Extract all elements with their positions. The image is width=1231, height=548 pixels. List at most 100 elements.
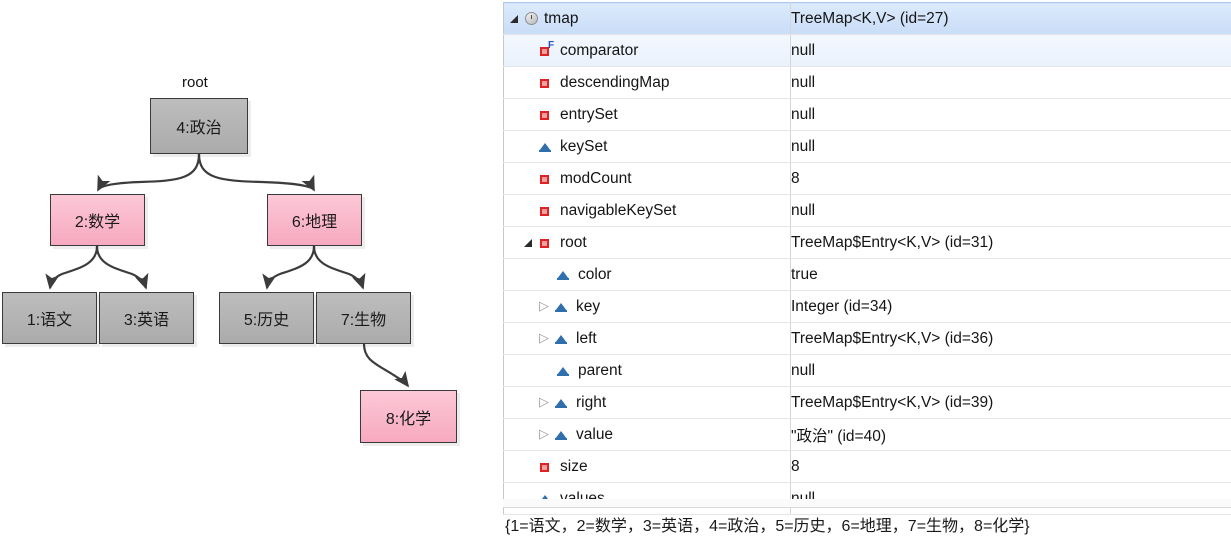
variable-name: root <box>560 233 587 251</box>
table-row[interactable]: entrySet null <box>503 98 1231 131</box>
variable-value[interactable]: null <box>790 34 1231 67</box>
table-row[interactable]: tmap TreeMap<K,V> (id=27) <box>503 2 1231 35</box>
table-row[interactable]: parent null <box>503 354 1231 387</box>
expand-triangle-icon[interactable] <box>538 425 552 443</box>
expand-triangle-icon[interactable] <box>538 329 552 347</box>
map-tostring-detail: {1=语文，2=数学，3=英语，4=政治，5=历史，6=地理，7=生物，8=化学… <box>505 518 1030 535</box>
variable-value[interactable]: null <box>790 98 1231 131</box>
variable-name-cell[interactable]: descendingMap <box>503 66 791 99</box>
table-row[interactable]: modCount 8 <box>503 162 1231 195</box>
table-row[interactable]: keySet null <box>503 130 1231 163</box>
variable-name: modCount <box>560 169 632 187</box>
inherited-icon <box>554 331 570 347</box>
variable-name: left <box>576 329 597 347</box>
tree-node-4[interactable]: 4:政治 <box>150 98 248 154</box>
tree-node-6[interactable]: 6:地理 <box>267 194 362 246</box>
variable-name-cell[interactable]: parent <box>503 354 791 387</box>
field-icon <box>538 75 554 91</box>
expand-triangle-icon[interactable] <box>522 236 536 250</box>
field-icon <box>538 203 554 219</box>
expand-triangle-icon[interactable] <box>538 393 552 411</box>
variable-name-cell[interactable]: color <box>503 258 791 291</box>
variable-name-cell[interactable]: tmap <box>503 2 791 35</box>
expand-triangle-icon[interactable] <box>508 12 522 26</box>
variable-name: right <box>576 393 607 411</box>
variable-name-cell[interactable]: navigableKeySet <box>503 194 791 227</box>
table-row[interactable]: values null <box>503 482 1231 515</box>
variable-name-cell[interactable]: right <box>503 386 791 419</box>
variable-name-cell[interactable]: value <box>503 418 791 451</box>
variable-name-cell[interactable]: modCount <box>503 162 791 195</box>
variable-value[interactable]: null <box>790 66 1231 99</box>
variables-panel: tmap TreeMap<K,V> (id=27) comparator nul… <box>497 0 1231 548</box>
edge-6-to-7 <box>312 245 366 290</box>
inherited-icon <box>556 363 572 379</box>
table-row[interactable]: comparator null <box>503 34 1231 67</box>
variable-value[interactable]: TreeMap$Entry<K,V> (id=36) <box>790 322 1231 355</box>
variable-name-cell[interactable]: root <box>503 226 791 259</box>
table-row[interactable]: right TreeMap$Entry<K,V> (id=39) <box>503 386 1231 419</box>
edge-2-to-1 <box>45 245 99 290</box>
edge-4-to-6 <box>197 153 315 192</box>
table-row[interactable]: color true <box>503 258 1231 291</box>
tree-node-7[interactable]: 7:生物 <box>316 292 411 344</box>
variable-name: navigableKeySet <box>560 201 677 219</box>
variable-name-cell[interactable]: left <box>503 322 791 355</box>
variable-name: comparator <box>560 41 639 59</box>
inherited-icon <box>556 267 572 283</box>
root-label: root <box>182 74 208 91</box>
variable-value[interactable]: true <box>790 258 1231 291</box>
table-row[interactable]: value "政治" (id=40) <box>503 418 1231 451</box>
variable-value[interactable]: null <box>790 194 1231 227</box>
variable-name: parent <box>578 361 622 379</box>
table-row[interactable]: navigableKeySet null <box>503 194 1231 227</box>
variable-name: size <box>560 457 588 475</box>
variable-value[interactable]: TreeMap$Entry<K,V> (id=39) <box>790 386 1231 419</box>
edge-2-to-3 <box>95 245 149 290</box>
variable-value[interactable]: null <box>790 130 1231 163</box>
variable-value[interactable]: 8 <box>790 162 1231 195</box>
edge-7-to-8 <box>362 343 410 388</box>
inherited-icon <box>554 427 570 443</box>
variable-value[interactable]: 8 <box>790 450 1231 483</box>
expand-triangle-icon[interactable] <box>538 297 552 315</box>
edge-4-to-2 <box>97 153 201 192</box>
tree-node-2[interactable]: 2:数学 <box>50 194 145 246</box>
inherited-icon <box>554 299 570 315</box>
inherited-icon <box>538 139 554 155</box>
table-row[interactable]: size 8 <box>503 450 1231 483</box>
field-icon <box>538 235 554 251</box>
variable-name-cell[interactable]: keySet <box>503 130 791 163</box>
variable-name-cell[interactable]: size <box>503 450 791 483</box>
table-row[interactable]: descendingMap null <box>503 66 1231 99</box>
variable-value[interactable]: Integer (id=34) <box>790 290 1231 323</box>
table-row[interactable]: left TreeMap$Entry<K,V> (id=36) <box>503 322 1231 355</box>
variable-name: key <box>576 297 601 315</box>
variable-value[interactable]: null <box>790 482 1231 515</box>
tree-node-3[interactable]: 3:英语 <box>99 292 194 344</box>
field-icon <box>538 459 554 475</box>
variable-value[interactable]: TreeMap<K,V> (id=27) <box>790 2 1231 35</box>
table-row[interactable]: key Integer (id=34) <box>503 290 1231 323</box>
variables-table: tmap TreeMap<K,V> (id=27) comparator nul… <box>503 2 1231 515</box>
field-icon <box>538 107 554 123</box>
edge-6-to-5 <box>262 245 316 290</box>
tree-node-8[interactable]: 8:化学 <box>360 390 457 443</box>
variable-name: value <box>576 425 614 443</box>
variable-name: keySet <box>560 137 608 155</box>
variable-name-cell[interactable]: entrySet <box>503 98 791 131</box>
variable-value[interactable]: "政治" (id=40) <box>790 418 1231 451</box>
variable-name-cell[interactable]: key <box>503 290 791 323</box>
tree-edges-svg <box>45 153 410 388</box>
table-row[interactable]: root TreeMap$Entry<K,V> (id=31) <box>503 226 1231 259</box>
variable-value[interactable]: null <box>790 354 1231 387</box>
variable-value[interactable]: TreeMap$Entry<K,V> (id=31) <box>790 226 1231 259</box>
inherited-icon <box>554 395 570 411</box>
variable-name-cell[interactable]: comparator <box>503 34 791 67</box>
tree-node-5[interactable]: 5:历史 <box>219 292 314 344</box>
tree-edge-group <box>45 153 410 388</box>
field-static-icon <box>538 40 554 59</box>
tree-node-1[interactable]: 1:语文 <box>2 292 97 344</box>
variables-table-body: tmap TreeMap<K,V> (id=27) comparator nul… <box>503 2 1231 515</box>
variable-name: entrySet <box>560 105 618 123</box>
